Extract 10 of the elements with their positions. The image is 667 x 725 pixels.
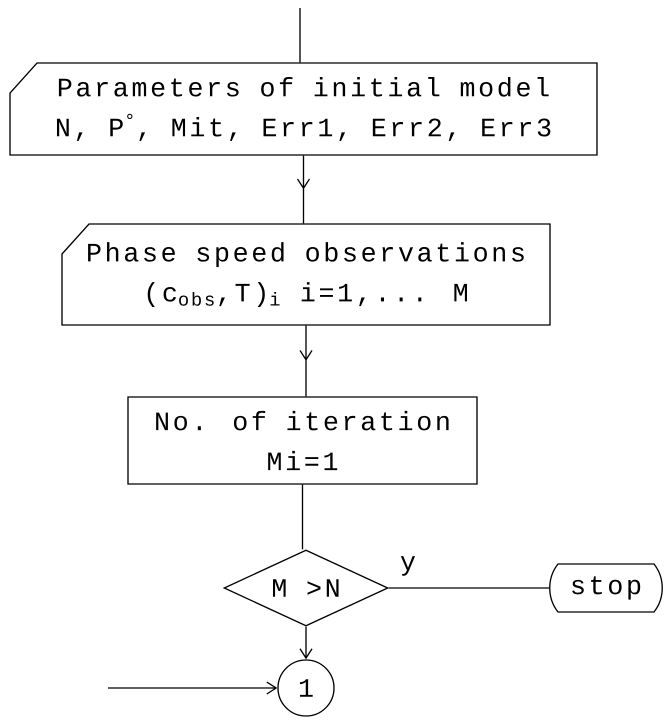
input-box: Phase speed observations (c$_{obs}$,T)$_{i}$ i=1,... M xyxy=(61,223,551,326)
terminal-box: stop xyxy=(549,563,663,613)
edge-label: y xyxy=(400,556,416,576)
arrow xyxy=(108,681,278,695)
line xyxy=(302,484,304,550)
line xyxy=(299,8,301,62)
line xyxy=(388,587,550,589)
input-box: Parameters of initial model N, P$^{°}$, Mit, Err1, Err2, Err3 xyxy=(9,62,598,156)
process-box: No. of iteration Mi=1 xyxy=(127,396,478,485)
arrow xyxy=(299,626,313,660)
